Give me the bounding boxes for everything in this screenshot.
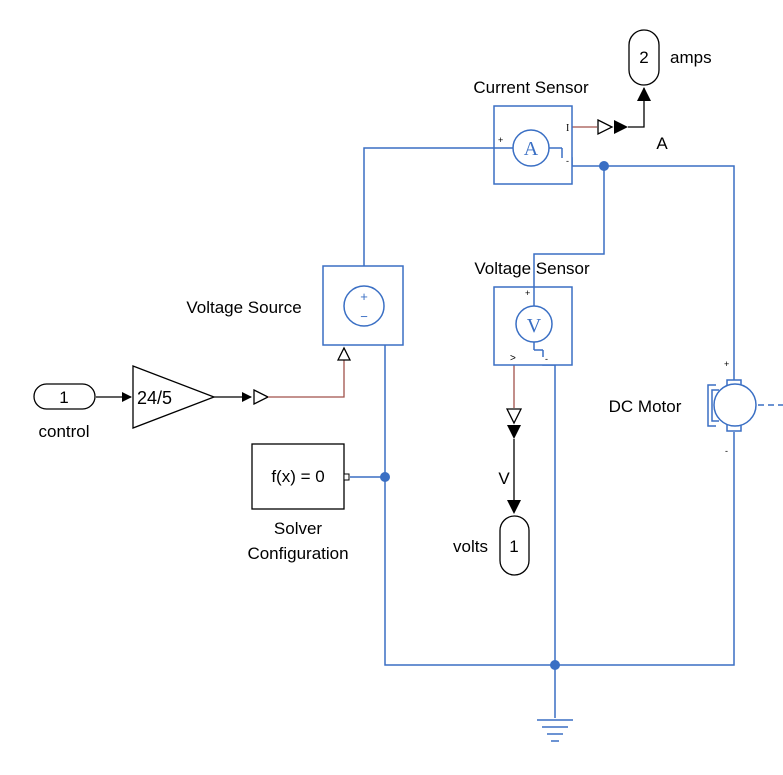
physical-connections [350,147,783,718]
outport-amps[interactable]: 2 amps A [628,29,712,153]
solver-label-line2: Configuration [247,544,348,563]
ps-converter-icon[interactable] [253,388,270,406]
outport-label: amps [670,48,712,67]
arrow-head-icon [507,500,521,514]
voltage-sensor-port-minus: - [545,354,548,364]
vsource-plus: + [360,289,368,304]
electrical-reference-ground-icon[interactable] [537,719,573,742]
voltage-sensor-port-out: > [510,353,516,364]
dc-motor-label: DC Motor [609,397,682,416]
voltage-sensor-label: Voltage Sensor [474,259,590,278]
inport-shape[interactable] [33,383,96,410]
gain-block[interactable]: 24/5 [132,365,216,429]
junction-dot [599,161,609,171]
vsource-minus: − [360,309,368,324]
outport-number: 2 [639,48,648,67]
solver-label-line1: Solver [274,519,323,538]
inport-label: control [38,422,89,441]
signal-label-a: A [656,134,668,153]
motor-port-minus: - [725,446,728,456]
wire-to-voltage-sensor-plus[interactable] [533,166,605,287]
inport-control[interactable]: 1 control [33,383,96,441]
voltage-source-label: Voltage Source [186,298,301,317]
junction-dot [550,660,560,670]
outport-number: 1 [509,537,518,556]
voltage-source-icon [343,285,385,327]
current-sensor-port-out: I [566,123,569,134]
signal-connections [96,87,651,514]
ammeter-symbol: A [524,138,539,160]
signal-label-v: V [498,469,510,488]
wire-vsource-to-current-sensor[interactable] [363,147,494,266]
motor-housing [707,384,716,427]
wire-converter-to-vsource[interactable] [268,360,345,398]
outport-label: volts [453,537,488,556]
ps-to-simulink-converter-icon[interactable] [505,408,523,425]
wire-motor-minus[interactable] [555,432,735,666]
inport-number: 1 [59,388,68,407]
gain-triangle[interactable] [132,365,216,429]
motor-port-plus: + [724,359,729,369]
voltage-source-block[interactable]: Voltage Source + − [186,265,404,346]
wire-to-motor-plus[interactable] [604,165,735,380]
junction-dots [380,161,609,670]
outport-shape[interactable] [628,29,660,86]
current-sensor-block[interactable]: Current Sensor A + - I [473,78,589,185]
voltmeter-symbol: V [527,315,542,337]
solver-text: f(x) = 0 [271,467,324,486]
arrow-head-icon [507,425,521,439]
solver-configuration-block[interactable]: f(x) = 0 Solver Configuration [247,443,350,563]
gain-value: 24/5 [137,388,172,408]
arrow-head-icon [637,87,651,101]
wire-vsource-bottom[interactable] [384,345,555,666]
current-sensor-port-plus: + [498,135,503,145]
vsource-input-port-icon [336,346,352,361]
junction-dot [380,472,390,482]
dc-motor-block[interactable]: DC Motor + - [609,359,757,456]
dc-motor-icon [713,383,757,427]
outport-volts[interactable]: V 1 volts [453,469,530,576]
current-sensor-label: Current Sensor [473,78,589,97]
solver-frame[interactable] [251,443,345,510]
voltage-sensor-block[interactable]: Voltage Sensor V + - > [474,259,590,366]
ps-to-simulink-converter-icon[interactable] [597,118,614,136]
solver-port [343,473,350,481]
arrow-head-icon [614,120,628,134]
voltage-sensor-port-plus: + [525,288,530,298]
current-sensor-port-minus: - [566,156,569,166]
outport-shape[interactable] [499,515,530,576]
